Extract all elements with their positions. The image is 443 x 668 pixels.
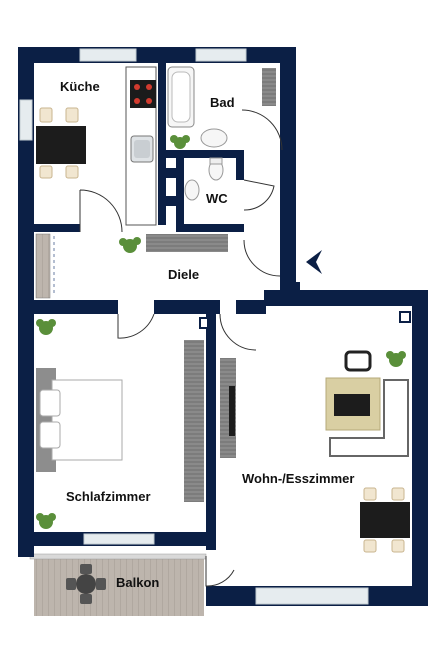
table-icon (36, 107, 86, 179)
bed-icon (36, 368, 123, 472)
wall-niche (199, 317, 209, 329)
balcony-railing (29, 553, 207, 560)
room-label-balcony: Balkon (116, 575, 159, 590)
entrance-arrow-icon (306, 250, 322, 274)
tv-icon (220, 358, 236, 458)
table-icon (66, 564, 106, 604)
plant-icon (170, 135, 190, 149)
wall-niche (399, 311, 411, 323)
hall-bench (146, 234, 228, 252)
wc-cabinet (166, 168, 176, 178)
balcony-floor (34, 556, 204, 616)
sofa-icon (325, 350, 409, 457)
sink-icon (184, 179, 200, 201)
sink-icon (200, 128, 228, 148)
hall-shoe-rack (35, 233, 51, 299)
room-label-wc: WC (206, 191, 228, 206)
plant-icon (119, 237, 141, 253)
windows (19, 48, 369, 605)
bathtub-icon (167, 66, 195, 128)
logo-strip (20, 560, 32, 602)
room-label-hall: Diele (168, 267, 199, 282)
plant-icon (386, 351, 406, 367)
table-icon (360, 487, 410, 553)
room-label-bedroom: Schlafzimmer (66, 489, 151, 504)
wardrobe (184, 340, 204, 502)
room-label-kitchen: Küche (60, 79, 100, 94)
bath-cabinet (262, 68, 276, 106)
sink-icon (130, 135, 154, 163)
wc-cabinet (166, 196, 176, 206)
plant-icon (36, 319, 56, 335)
plant-icon (36, 513, 56, 529)
doors (79, 109, 283, 587)
room-label-bath: Bad (210, 95, 235, 110)
toilet-icon (208, 157, 224, 181)
room-label-living: Wohn-/Esszimmer (242, 471, 354, 486)
